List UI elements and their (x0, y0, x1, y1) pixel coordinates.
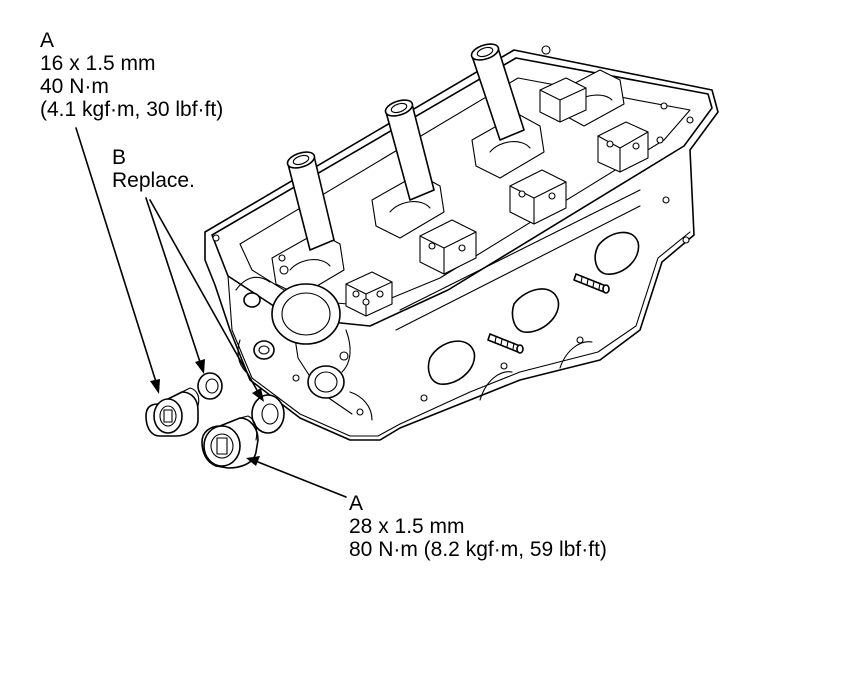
torque-value: 40 N·m (40, 75, 109, 98)
exhaust-studs (487, 273, 610, 354)
torque-alt-units: (4.1 kgf·m, 30 lbf·ft) (40, 98, 224, 121)
cylinder-head (204, 43, 719, 441)
callout-b-washers: B Replace. (112, 146, 195, 192)
bolt-size: 28 x 1.5 mm (349, 515, 465, 538)
callout-letter: A (349, 492, 364, 515)
small-sealing-washer (197, 372, 223, 400)
small-plug-bolt (145, 387, 200, 437)
spark-plug-tubes (286, 43, 525, 251)
side-face-ports (377, 189, 691, 437)
torque-value: 80 N·m (8.2 kgf·m, 59 lbf·ft) (349, 538, 607, 561)
deck-bolt-holes (212, 45, 694, 306)
replace-note: Replace. (112, 169, 195, 192)
bolt-size: 16 x 1.5 mm (40, 52, 156, 75)
leader-lines (75, 127, 347, 498)
callout-a-large-plug: A 28 x 1.5 mm 80 N·m (8.2 kgf·m, 59 lbf·… (349, 492, 607, 561)
front-face (227, 265, 379, 437)
callout-letter: B (112, 146, 127, 169)
large-sealing-washer (251, 394, 285, 434)
callout-a-small-plug: A 16 x 1.5 mm 40 N·m (4.1 kgf·m, 30 lbf·… (40, 29, 223, 121)
bearing-caps (345, 77, 649, 317)
large-plug-bolt (201, 415, 259, 469)
callout-letter: A (40, 29, 55, 52)
